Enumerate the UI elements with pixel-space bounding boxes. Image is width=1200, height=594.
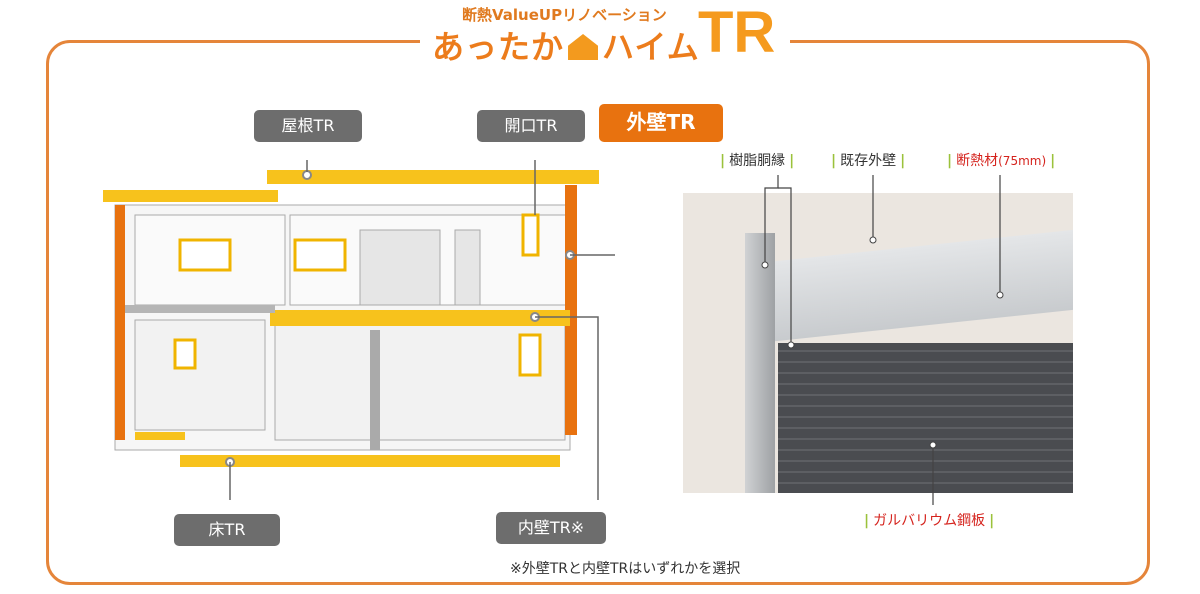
exterior-wall-insulation [565, 185, 577, 435]
tag-floor-tr: 床TR [174, 514, 280, 546]
tag-roof-tr: 屋根TR [254, 110, 362, 142]
resin-furring [745, 233, 775, 493]
label-existing-wall: |既存外壁| [831, 153, 906, 169]
floor-insulation [180, 455, 560, 467]
title: あったかハイム [432, 22, 700, 68]
house-icon [568, 34, 599, 60]
label-resin-furring: |樹脂胴縁| [720, 153, 795, 169]
tag-exterior-wall-tr: 外壁TR [599, 104, 723, 142]
brand-logo: TR [698, 0, 776, 65]
subtitle: 断熱ValueUPリノベーション [462, 6, 667, 24]
wall-section-illustration [683, 193, 1073, 493]
title-area [420, 0, 790, 70]
tag-interior-wall-tr: 内壁TR※ [496, 512, 606, 544]
label-galvalume: |ガルバリウム鋼板| [864, 513, 995, 529]
footnote: ※外壁TRと内壁TRはいずれかを選択 [510, 561, 741, 577]
label-size: (75mm) [998, 154, 1047, 168]
leader-lines [761, 175, 1004, 505]
label-text: 断熱材 [956, 153, 999, 169]
title-part2: ハイム [602, 28, 700, 66]
label-insulation: |断熱材(75mm)| [947, 153, 1056, 169]
roof-insulation [267, 170, 599, 184]
galvalume-panel [778, 343, 1073, 493]
house-cutaway [103, 160, 615, 500]
label-text: 樹脂胴縁 [729, 153, 786, 169]
tag-opening-tr: 開口TR [477, 110, 585, 142]
label-text: 既存外壁 [840, 153, 897, 169]
title-part1: あったか [432, 28, 565, 66]
label-text: ガルバリウム鋼板 [873, 513, 986, 529]
floor2-insulation [270, 310, 570, 326]
